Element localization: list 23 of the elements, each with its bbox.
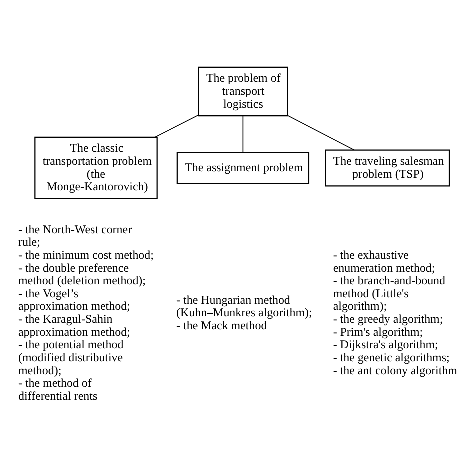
connector xyxy=(242,116,244,154)
node-box: The classic transportation problem (the Monge-Kantorovich) xyxy=(34,136,158,200)
node-label: - the exhaustive enumeration method; xyxy=(333,248,436,275)
node-label: - the ant colony algorithm xyxy=(333,363,458,378)
node-label: - Prim's algorithm; xyxy=(333,324,424,339)
node-label: - the North-West corner rule; xyxy=(18,222,132,250)
node-box: The traveling salesman problem (TSP) xyxy=(325,150,450,187)
node-label: - Dijkstra's algorithm; xyxy=(333,338,438,352)
node-label: - the genetic algorithms; xyxy=(333,350,450,364)
node-label: - the double preference method (deletion method); xyxy=(18,260,146,288)
node-label: - the Hungarian method (Kuhn–Munkres algorithm); xyxy=(176,292,312,320)
node-label: - the Vogel’s approximation method; xyxy=(18,286,130,314)
node-box: The problem of transport logistics xyxy=(198,66,288,117)
node-box: The assignment problem xyxy=(176,152,310,184)
node-label: - the potential method (modified distributive method); xyxy=(18,338,124,378)
node-label: - the Karagul-Sahin approximation method; xyxy=(18,312,130,339)
node-label: - the method of differential rents xyxy=(18,376,98,403)
node-label: - the branch-and-bound method (Little's algorithm); xyxy=(333,274,446,314)
node-label: - the greedy algorithm; xyxy=(333,312,444,326)
node-label: - the Mack method xyxy=(176,318,268,332)
connector xyxy=(287,115,355,151)
node-label: - the minimum cost method; xyxy=(18,248,154,262)
connector xyxy=(154,114,200,138)
